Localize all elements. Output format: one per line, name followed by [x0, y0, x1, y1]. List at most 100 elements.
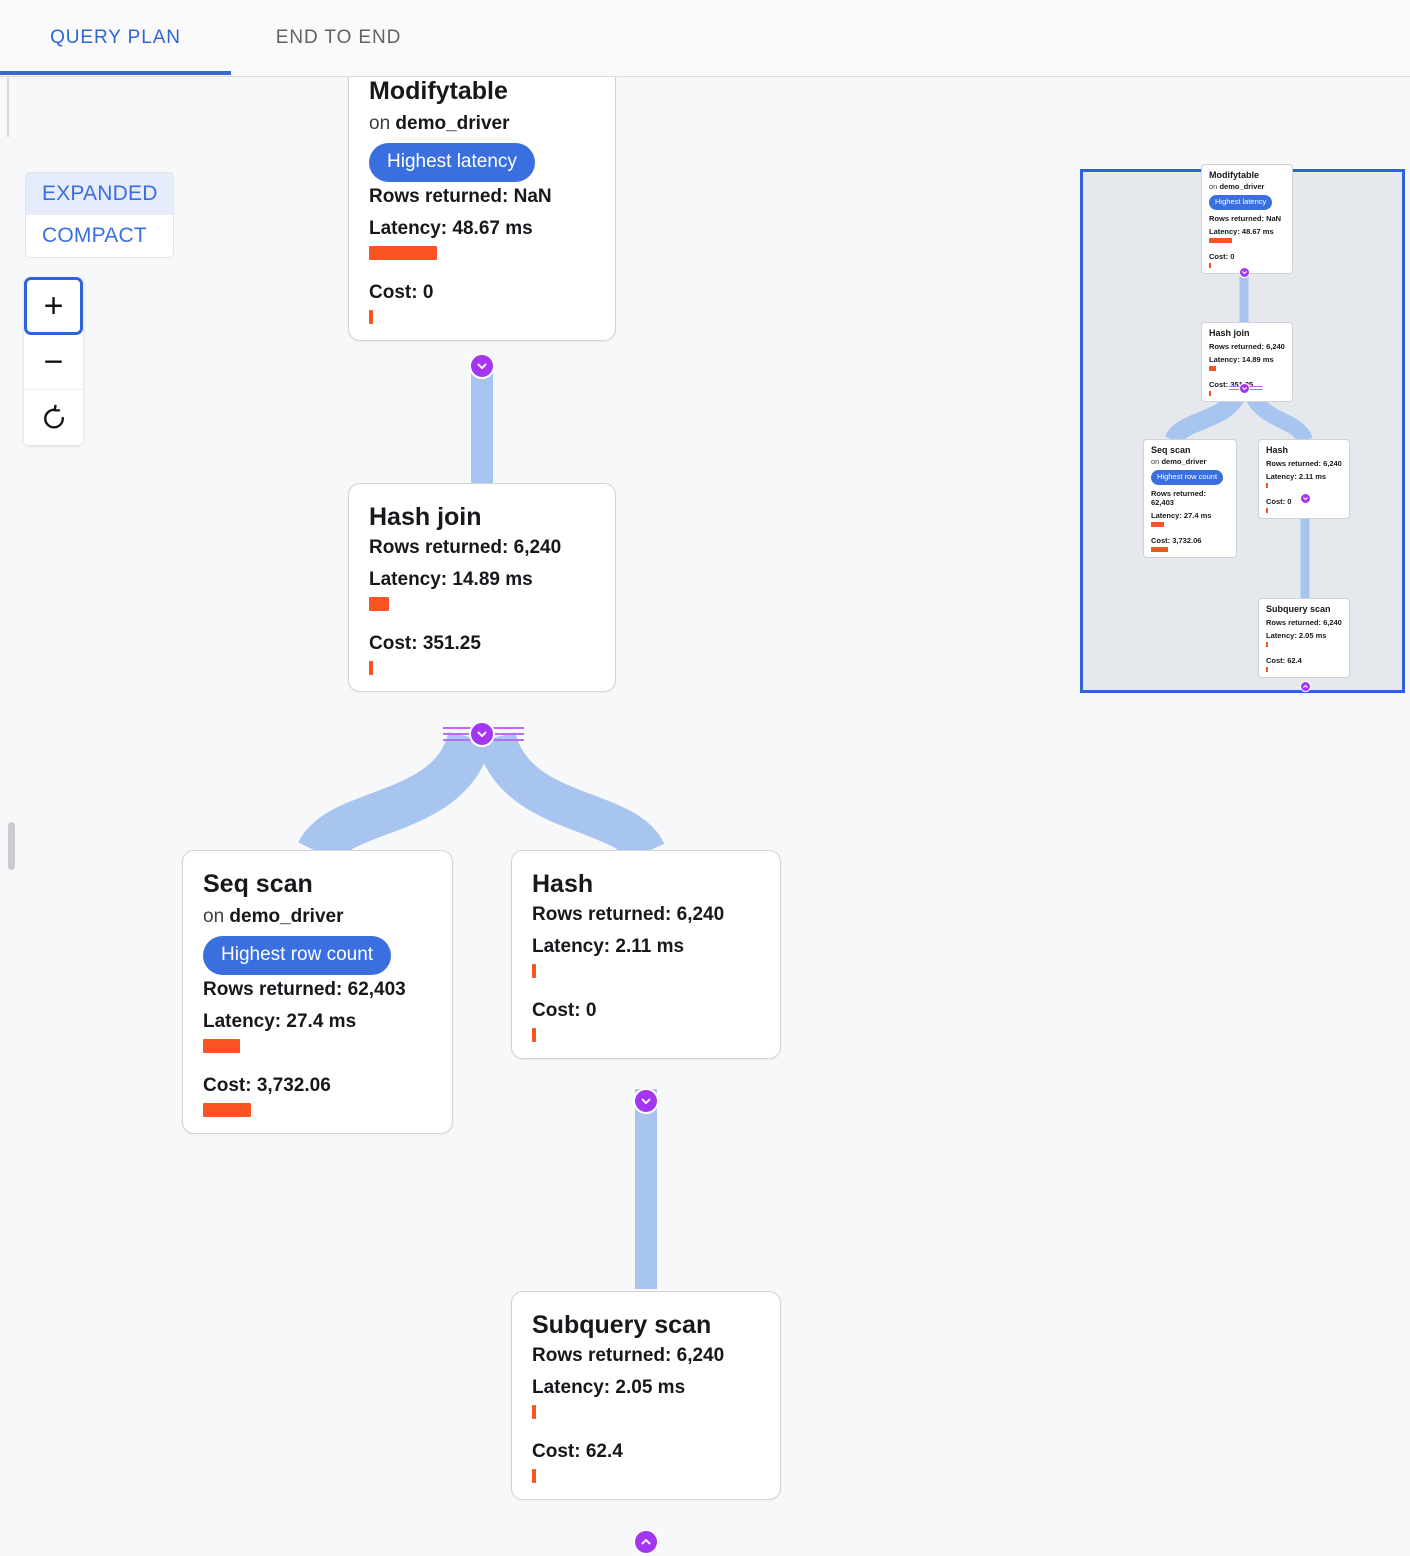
latency-metric: Latency: 2.05 ms — [532, 1377, 686, 1399]
node-relation: on demo_driver — [1209, 182, 1285, 191]
on-prefix: on — [1151, 457, 1160, 466]
collapse-toggle-hash[interactable] — [633, 1088, 659, 1114]
reset-icon — [43, 404, 64, 429]
minimap-toggle-hash-join[interactable] — [1239, 383, 1250, 394]
cost-metric: Cost: 351.25 — [1209, 380, 1254, 389]
minus-icon: − — [43, 343, 64, 381]
rows-returned: Rows returned: 6,240 — [532, 904, 725, 926]
status-badge: Highest latency — [369, 143, 535, 183]
latency-bar — [532, 964, 536, 979]
view-mode-toggle[interactable]: EXPANDED COMPACT — [25, 172, 174, 258]
cost-bar — [369, 310, 373, 325]
relation-name: demo_driver — [1161, 457, 1207, 466]
latency-metric: Latency: 2.11 ms — [1266, 472, 1327, 481]
zoom-out-button[interactable]: − — [24, 335, 83, 390]
node-title: Hash — [1266, 445, 1289, 455]
minimap-toggle-subquery-scan[interactable] — [1300, 681, 1311, 692]
plan-node-modifytable[interactable]: Modifytable on demo_driver Highest laten… — [348, 77, 616, 342]
chevron-up-icon — [1303, 684, 1308, 688]
edge-layer — [298, 367, 665, 1289]
cost-bar — [369, 661, 373, 676]
relation-name: demo_driver — [395, 113, 510, 135]
cost-bar — [1266, 508, 1268, 513]
cost-bar — [1209, 262, 1211, 268]
cost-bar — [1151, 546, 1169, 552]
cost-metric: Cost: 62.4 — [1266, 656, 1302, 665]
cost-bar — [1266, 667, 1268, 672]
node-title: Modifytable — [1209, 170, 1260, 180]
cost-bar — [203, 1103, 252, 1118]
tab-end-to-end[interactable]: END TO END — [231, 0, 446, 76]
rows-returned: Rows returned: NaN — [369, 186, 552, 208]
chevron-up-icon — [641, 1539, 651, 1545]
minimap-rails-left — [1229, 386, 1242, 392]
reset-view-button[interactable] — [24, 390, 83, 445]
on-prefix: on — [1209, 182, 1218, 191]
collapse-rails-right — [492, 727, 524, 741]
cost-metric: Cost: 3,732.06 — [1151, 535, 1202, 545]
cost-metric: Cost: 351.25 — [369, 633, 481, 655]
cost-bar — [532, 1028, 536, 1043]
query-plan-canvas[interactable]: EXPANDED COMPACT + − Modifytable — [0, 77, 1410, 1556]
cost-metric: Cost: 0 — [1266, 497, 1292, 506]
minimap-toggle-modifytable[interactable] — [1239, 267, 1250, 278]
latency-metric: Latency: 2.11 ms — [532, 936, 685, 958]
node-title: Subquery scan — [1266, 604, 1331, 614]
latency-metric: Latency: 14.89 ms — [1209, 355, 1274, 364]
on-prefix: on — [203, 906, 225, 928]
rows-returned: Rows returned: 6,240 — [1266, 459, 1342, 468]
node-title: Subquery scan — [532, 1311, 712, 1339]
minimap-node-seq-scan[interactable]: Seq scan on demo_driver Highest row coun… — [1143, 439, 1237, 558]
minimap-toggle-hash[interactable] — [1300, 493, 1311, 504]
node-relation: on demo_driver — [1151, 457, 1229, 466]
rows-returned: Rows returned: NaN — [1209, 213, 1282, 223]
tab-bar: QUERY PLAN END TO END — [0, 0, 1410, 77]
panel-resize-handle[interactable] — [8, 822, 15, 870]
latency-bar — [203, 1039, 240, 1054]
node-relation: on demo_driver — [369, 113, 595, 135]
cost-bar — [532, 1469, 536, 1484]
minimap-content: Modifytable on demo_driver Highest laten… — [1083, 164, 1402, 692]
chevron-down-icon — [1242, 271, 1247, 275]
latency-bar — [1209, 237, 1232, 243]
plan-node-hash-join[interactable]: Hash join Rows returned: 6,240 Latency: … — [348, 483, 616, 693]
chevron-down-icon — [1242, 387, 1247, 391]
minimap-panel[interactable]: Modifytable on demo_driver Highest laten… — [1080, 164, 1405, 693]
tab-query-plan[interactable]: QUERY PLAN — [0, 0, 231, 76]
chevron-down-icon — [641, 1098, 651, 1104]
minimap-node-subquery-scan[interactable]: Subquery scan Rows returned: 6,240 Laten… — [1258, 598, 1350, 678]
node-relation: on demo_driver — [203, 906, 432, 928]
panel-divider — [7, 77, 9, 137]
collapse-toggle-modifytable[interactable] — [469, 353, 495, 379]
minimap-node-hash[interactable]: Hash Rows returned: 6,240 Latency: 2.11 … — [1258, 439, 1350, 519]
chevron-down-icon — [477, 363, 487, 369]
latency-bar — [1266, 483, 1268, 488]
collapse-toggle-hash-join[interactable] — [469, 721, 495, 747]
rows-returned: Rows returned: 62,403 — [1151, 488, 1207, 507]
latency-metric: Latency: 27.4 ms — [203, 1011, 357, 1033]
latency-bar — [369, 597, 390, 612]
plan-node-hash[interactable]: Hash Rows returned: 6,240 Latency: 2.11 … — [511, 850, 781, 1060]
minimap-node-modifytable[interactable]: Modifytable on demo_driver Highest laten… — [1201, 164, 1293, 274]
relation-name: demo_driver — [229, 906, 344, 928]
node-title: Hash join — [369, 503, 482, 531]
plan-node-subquery-scan[interactable]: Subquery scan Rows returned: 6,240 Laten… — [511, 1291, 781, 1501]
view-mode-compact[interactable]: COMPACT — [42, 224, 147, 247]
chevron-down-icon — [1303, 497, 1308, 501]
latency-metric: Latency: 27.4 ms — [1151, 510, 1212, 520]
on-prefix: on — [369, 113, 391, 135]
latency-bar — [1151, 521, 1165, 527]
cost-metric: Cost: 0 — [369, 282, 434, 304]
node-title: Hash join — [1209, 328, 1250, 338]
cost-metric: Cost: 62.4 — [532, 1441, 623, 1463]
latency-metric: Latency: 48.67 ms — [369, 218, 533, 240]
view-mode-expanded[interactable]: EXPANDED — [26, 173, 173, 215]
rows-returned: Rows returned: 6,240 — [1209, 342, 1285, 351]
cost-metric: Cost: 3,732.06 — [203, 1075, 331, 1097]
zoom-controls[interactable]: + − — [24, 277, 83, 445]
plan-node-seq-scan[interactable]: Seq scan on demo_driver Highest row coun… — [182, 850, 453, 1135]
zoom-in-button[interactable]: + — [24, 277, 83, 335]
cost-metric: Cost: 0 — [532, 1000, 597, 1022]
cost-metric: Cost: 0 — [1209, 251, 1235, 261]
collapse-toggle-subquery-scan[interactable] — [633, 1529, 659, 1555]
